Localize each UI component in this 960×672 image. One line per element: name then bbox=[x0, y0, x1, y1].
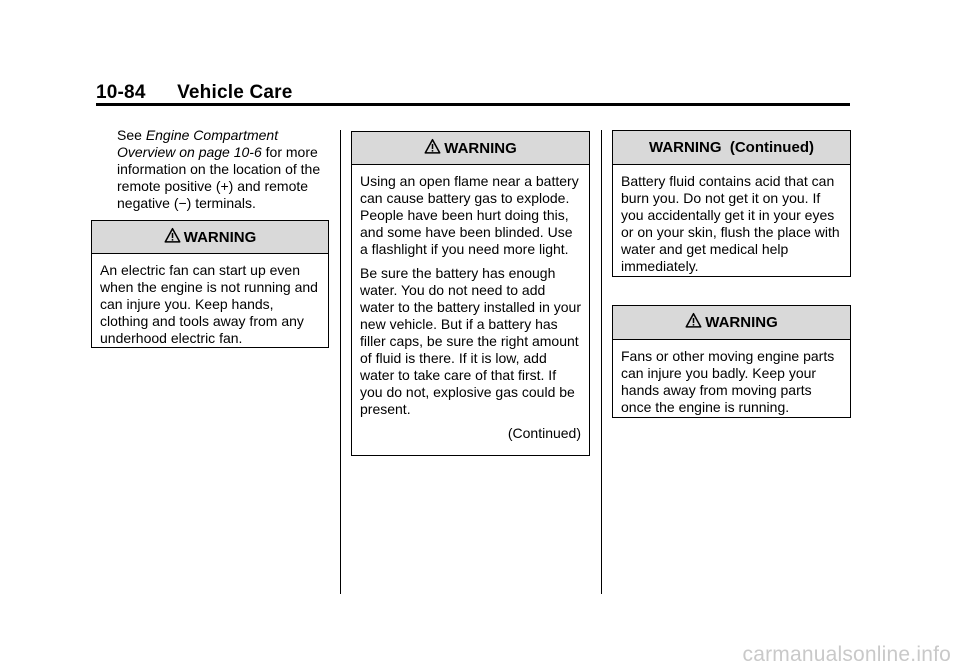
warning-text: Be sure the battery has enough water. Yo… bbox=[360, 265, 582, 417]
warning-text: Battery fluid contains acid that can bur… bbox=[621, 173, 840, 274]
warning-text: An electric fan can start up even when t… bbox=[100, 262, 318, 346]
watermark: carmanualsonline.info bbox=[742, 643, 951, 666]
warning-triangle-icon bbox=[424, 138, 441, 154]
warning-title: WARNING (Continued) bbox=[649, 139, 814, 156]
warning-text: Fans or other moving engine parts can in… bbox=[621, 348, 835, 415]
continued-label: (Continued) bbox=[507, 425, 581, 441]
section-title: Vehicle Care bbox=[177, 82, 293, 103]
warning-title: WARNING bbox=[444, 139, 517, 157]
page-header: 10-84 Vehicle Care bbox=[96, 82, 293, 104]
warning-title: WARNING bbox=[705, 314, 778, 331]
warning-box-electric-fan: WARNING An electric fan can start up eve… bbox=[91, 220, 329, 348]
warning-body: Fans or other moving engine parts can in… bbox=[613, 340, 850, 422]
warning-title: WARNING bbox=[183, 228, 257, 246]
warning-body: Battery fluid contains acid that can bur… bbox=[613, 165, 850, 281]
warning-box-moving-parts: WARNING Fans or other moving engine part… bbox=[612, 305, 851, 418]
warning-triangle-icon bbox=[164, 227, 181, 243]
intro-suffix: for more information on the location of … bbox=[117, 144, 321, 211]
warning-body: An electric fan can start up even when t… bbox=[92, 254, 328, 353]
warning-text: Using an open flame near a battery can c… bbox=[360, 173, 579, 257]
header-rule bbox=[96, 103, 850, 106]
warning-triangle-icon bbox=[685, 312, 702, 328]
warning-header: WARNING bbox=[613, 306, 850, 340]
intro-paragraph: See Engine Compartment Overview on page … bbox=[117, 127, 332, 212]
column-divider-2 bbox=[601, 130, 602, 594]
intro-prefix: See bbox=[117, 127, 146, 143]
column-divider-1 bbox=[340, 130, 341, 594]
warning-body: Using an open flame near a battery can c… bbox=[352, 165, 589, 448]
warning-header: WARNING bbox=[92, 221, 328, 254]
warning-header: WARNING (Continued) bbox=[613, 131, 850, 165]
warning-header: WARNING bbox=[352, 132, 589, 165]
cross-reference-link[interactable]: Engine Compartment Overview on page 10-6 bbox=[117, 127, 279, 160]
warning-box-open-flame: WARNING Using an open flame near a batte… bbox=[351, 131, 590, 456]
page-number: 10-84 bbox=[96, 82, 146, 103]
warning-box-battery-fluid: WARNING (Continued) Battery fluid contai… bbox=[612, 130, 851, 277]
